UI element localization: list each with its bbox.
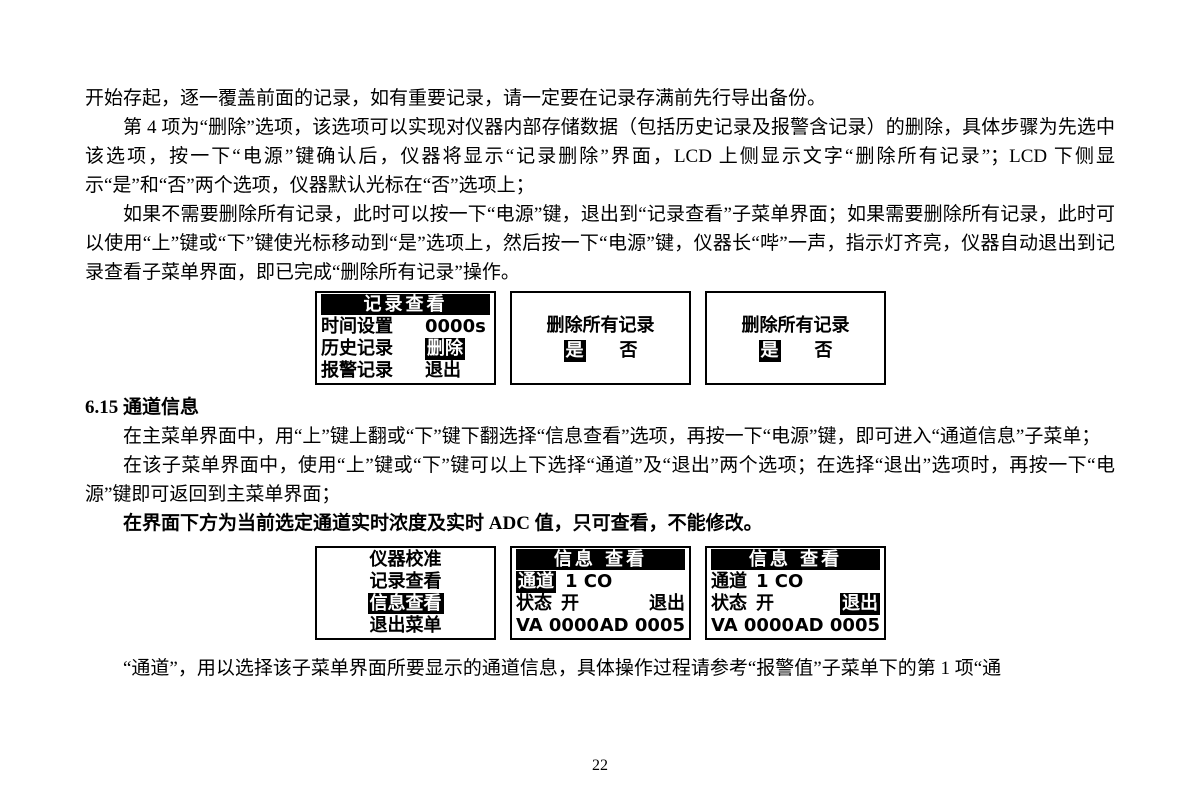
channel-value: 1 CO <box>756 571 804 592</box>
time-setting-value: 0000s <box>425 316 486 337</box>
delete-all-records-message: 删除所有记录 <box>546 314 655 336</box>
menu-item-info-view-selected: 信息查看 <box>367 593 444 614</box>
lcd-row-history-record: 历史记录 删除 <box>321 338 490 360</box>
paragraph-channel-exit-options: 在该子菜单界面中，使用“上”键或“下”键可以上下选择“通道”及“退出”两个选项；… <box>85 455 1115 505</box>
alarm-record-value: 退出 <box>425 360 461 381</box>
status-label: 状态 <box>711 593 747 614</box>
paragraph-channel-reference: “通道”，用以选择该子菜单界面所要显示的通道信息，具体操作过程请参考“报警值”子… <box>123 658 1002 679</box>
paragraph-delete-option: 第 4 项为“删除”选项，该选项可以实现对仪器内部存储数据（包括历史记录及报警含… <box>85 117 1115 196</box>
lcd-info-view-title: 信息 查看 <box>711 549 880 570</box>
yes-option-selected: 是 <box>563 339 586 362</box>
lcd-screens-row-2: 仪器校准 记录查看 信息查看 退出菜单 信息 查看 通道 1 CO 状态 开 退… <box>315 546 1115 640</box>
channel-value: 1 CO <box>565 571 613 592</box>
menu-item-record-view: 记录查看 <box>369 571 442 592</box>
paragraph-delete-steps: 如果不需要删除所有记录，此时可以按一下“电源”键，退出到“记录查看”子菜单界面；… <box>85 204 1115 283</box>
status-value: 开 <box>756 593 774 614</box>
exit-option: 退出 <box>649 593 685 614</box>
status-value: 开 <box>561 593 579 614</box>
yes-no-options: 是 否 <box>563 339 638 362</box>
adc-va-value: VA 0000 <box>516 615 600 636</box>
page-number: 22 <box>592 757 608 774</box>
no-option: 否 <box>619 339 638 361</box>
lcd-row-alarm-record: 报警记录 退出 <box>321 360 490 382</box>
lcd-record-view-title: 记录查看 <box>321 294 490 315</box>
menu-item-calibration: 仪器校准 <box>369 549 442 570</box>
lcd-info-view-screen-1: 信息 查看 通道 1 CO 状态 开 退出 VA 0000 AD 0005 <box>510 546 691 640</box>
adc-row: VA 0000 AD 0005 <box>516 615 685 637</box>
lcd-delete-confirm-screen-2: 删除所有记录 是 否 <box>705 291 886 385</box>
lcd-main-menu-screen: 仪器校准 记录查看 信息查看 退出菜单 <box>315 546 496 640</box>
lcd-info-view-screen-2: 信息 查看 通道 1 CO 状态 开 退出 VA 0000 AD 0005 <box>705 546 886 640</box>
adc-ad-value: AD 0005 <box>599 615 685 636</box>
time-setting-label: 时间设置 <box>321 316 393 337</box>
history-record-value-selected: 删除 <box>425 338 465 360</box>
status-row: 状态 开 退出 <box>711 593 880 615</box>
paragraph-enter-channel-info: 在主菜单界面中，用“上”键上翻或“下”键下翻选择“信息查看”选项，再按一下“电源… <box>123 426 1101 447</box>
exit-option-selected: 退出 <box>840 593 880 615</box>
channel-row: 通道 1 CO <box>711 571 880 593</box>
history-record-label: 历史记录 <box>321 338 393 359</box>
paragraph-backup-note: 开始存起，逐一覆盖前面的记录，如有重要记录，请一定要在记录存满前先行导出备份。 <box>85 88 827 109</box>
no-option: 否 <box>814 339 833 361</box>
lcd-record-view-screen: 记录查看 时间设置 0000s 历史记录 删除 报警记录 退出 <box>315 291 496 385</box>
status-label: 状态 <box>516 593 552 614</box>
yes-no-options: 是 否 <box>758 339 833 362</box>
adc-va-value: VA 0000 <box>711 615 795 636</box>
lcd-row-time-setting: 时间设置 0000s <box>321 316 490 338</box>
adc-ad-value: AD 0005 <box>794 615 880 636</box>
menu-item-exit-menu: 退出菜单 <box>369 615 442 636</box>
status-row: 状态 开 退出 <box>516 593 685 615</box>
channel-label: 通道 <box>711 571 747 592</box>
lcd-screens-row-1: 记录查看 时间设置 0000s 历史记录 删除 报警记录 退出 删除所有记录 是… <box>315 291 1115 385</box>
section-heading-6-15: 6.15 通道信息 <box>85 397 200 418</box>
lcd-info-view-title: 信息 查看 <box>516 549 685 570</box>
paragraph-adc-readonly-note: 在界面下方为当前选定通道实时浓度及实时 ADC 值，只可查看，不能修改。 <box>123 513 763 534</box>
channel-label-selected: 通道 <box>516 571 556 593</box>
channel-row: 通道 1 CO <box>516 571 685 593</box>
yes-option-selected: 是 <box>758 339 781 362</box>
delete-all-records-message: 删除所有记录 <box>741 314 850 336</box>
adc-row: VA 0000 AD 0005 <box>711 615 880 637</box>
lcd-delete-confirm-screen-1: 删除所有记录 是 否 <box>510 291 691 385</box>
alarm-record-label: 报警记录 <box>321 360 393 381</box>
